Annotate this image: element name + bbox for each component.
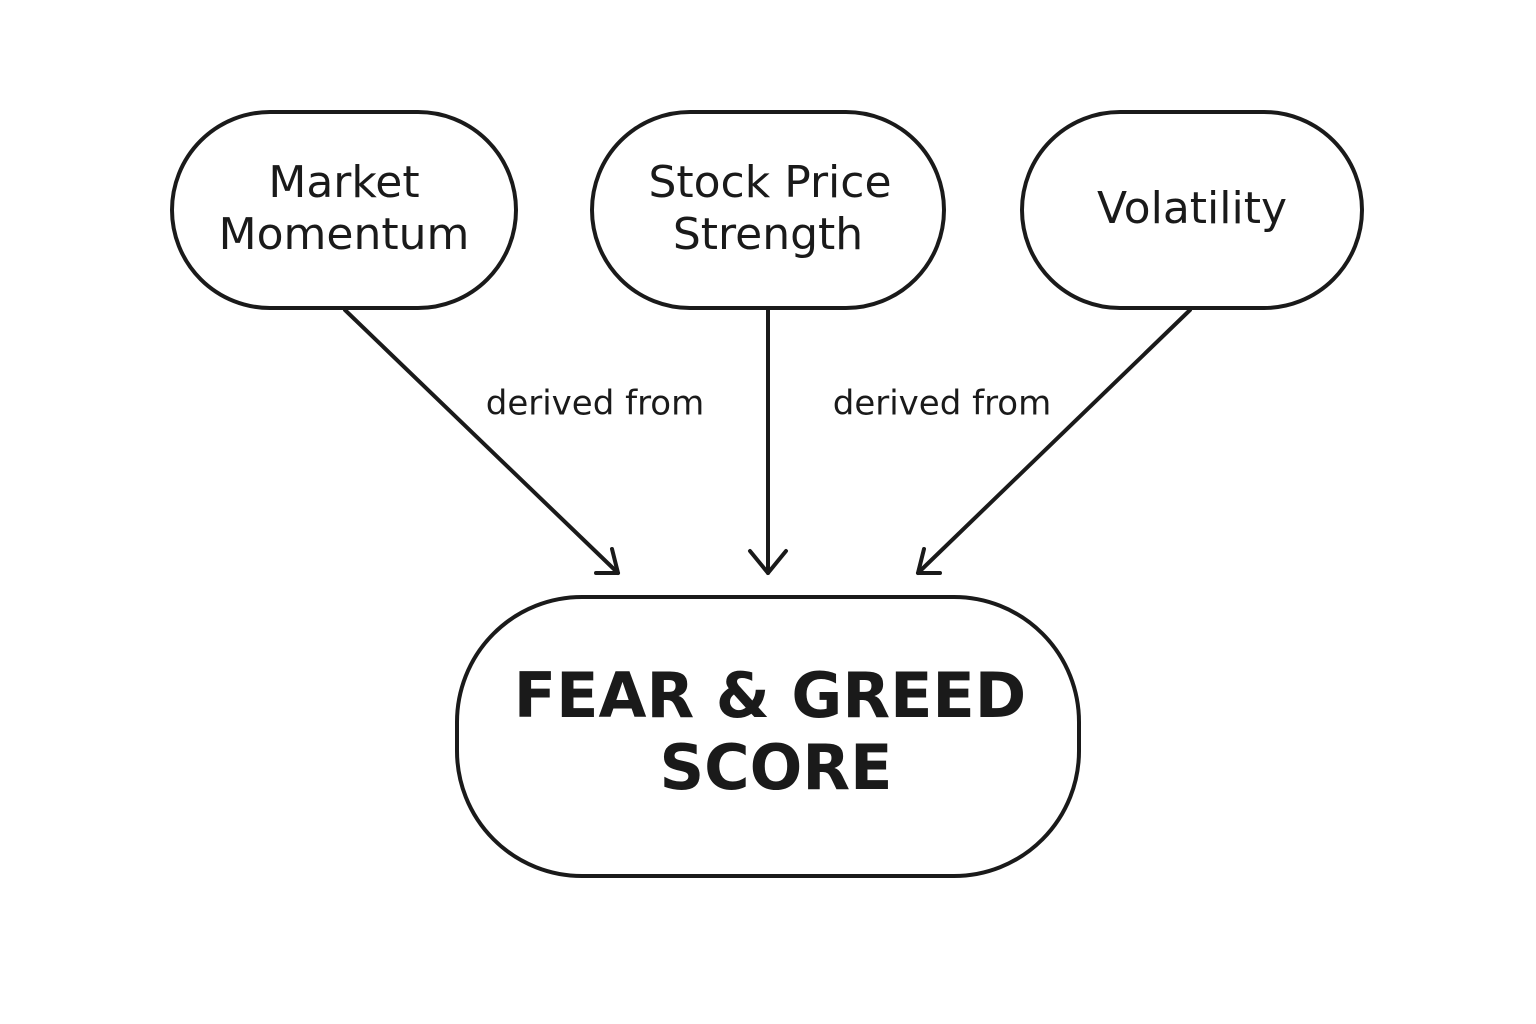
- arrow-stock-price-strength-to-score: [748, 308, 788, 575]
- node-volatility: Volatility: [1020, 110, 1364, 310]
- arrow-market-momentum-to-score: [343, 308, 620, 575]
- node-market-momentum-line1: Market: [268, 157, 419, 208]
- node-fear-greed-score-line1: FEAR & GREED: [514, 659, 1026, 732]
- node-stock-price-strength-line1: Stock Price: [648, 157, 891, 208]
- node-fear-greed-score: FEAR & GREED SCORE: [455, 595, 1081, 878]
- node-volatility-label: Volatility: [1097, 183, 1287, 234]
- node-market-momentum-line2: Momentum: [219, 209, 470, 260]
- node-stock-price-strength-line2: Strength: [673, 209, 863, 260]
- edge-label-right: derived from: [833, 384, 1051, 424]
- edge-label-left: derived from: [486, 384, 704, 424]
- node-fear-greed-score-line2: SCORE: [660, 731, 893, 804]
- node-market-momentum: Market Momentum: [170, 110, 518, 310]
- arrow-volatility-to-score: [916, 308, 1192, 575]
- node-stock-price-strength: Stock Price Strength: [590, 110, 946, 310]
